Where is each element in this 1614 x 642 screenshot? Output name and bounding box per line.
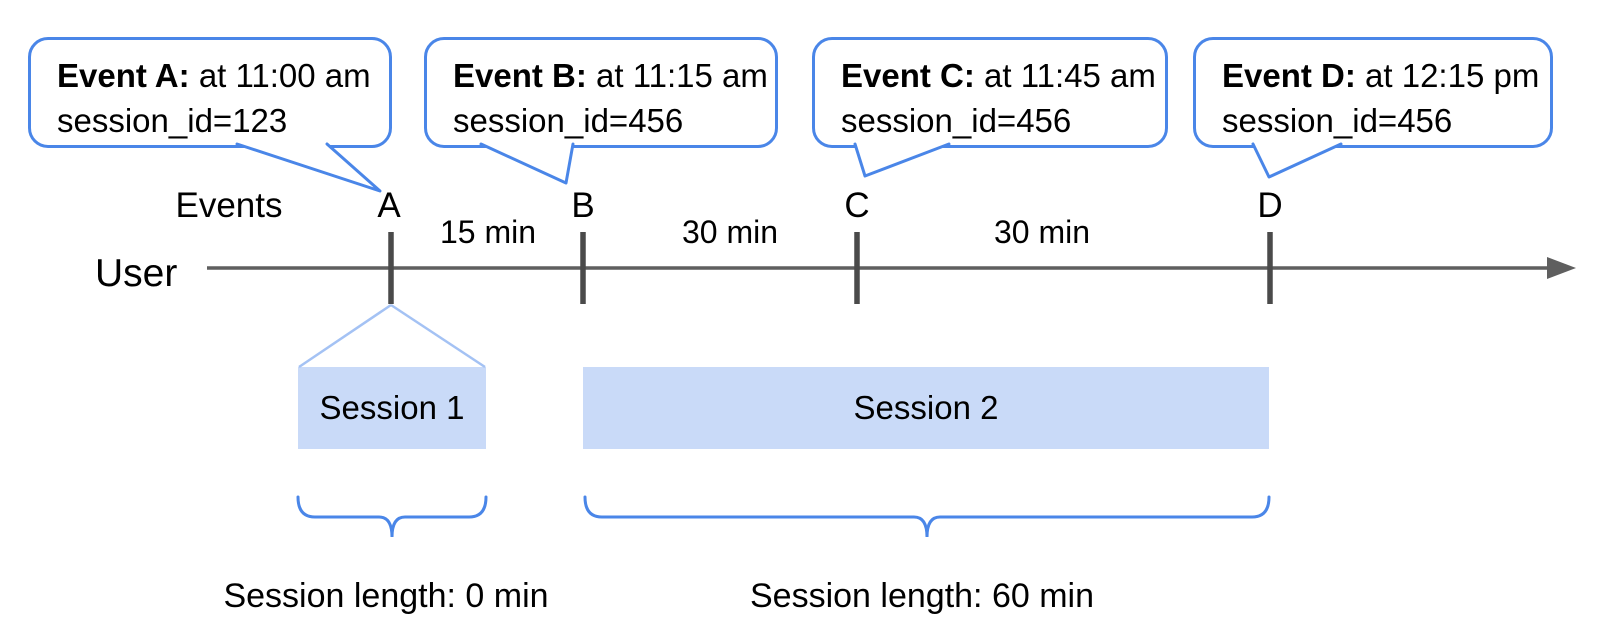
callout-c-tail-icon xyxy=(853,142,951,178)
callout-event-c: Event C: at 11:45 am session_id=456 xyxy=(812,37,1168,148)
event-marker-a: A xyxy=(377,186,401,225)
event-marker-b: B xyxy=(571,186,595,225)
callout-event-b: Event B: at 11:15 am session_id=456 xyxy=(424,37,778,148)
timeline-arrowhead-icon xyxy=(1547,257,1576,279)
session-1-label: Session 1 xyxy=(319,389,465,426)
callout-event-a: Event A: at 11:00 am session_id=123 xyxy=(28,37,392,148)
session-2-box: Session 2 xyxy=(583,367,1269,449)
callout-d-tail-icon xyxy=(1251,142,1343,179)
callout-a-tail-icon xyxy=(235,142,382,193)
callout-event-d-title: Event D: xyxy=(1222,57,1356,94)
session-2-length-label: Session length: 60 min xyxy=(750,577,1094,615)
session-2-brace-icon xyxy=(583,495,1271,538)
interval-label-c-d: 30 min xyxy=(993,214,1091,250)
event-marker-c: C xyxy=(844,186,870,225)
callout-event-b-session: session_id=456 xyxy=(453,102,684,139)
callout-event-a-line1: Event A: at 11:00 am xyxy=(57,53,379,98)
callout-event-d-line1: Event D: at 12:15 pm xyxy=(1222,53,1540,98)
session-1-brace-icon xyxy=(296,495,488,538)
session-1-length-label: Session length: 0 min xyxy=(223,577,549,615)
callout-event-b-title: Event B: xyxy=(453,57,587,94)
interval-label-a-b: 15 min xyxy=(439,214,537,250)
session-1-box: Session 1 xyxy=(298,367,486,449)
callout-event-d: Event D: at 12:15 pm session_id=456 xyxy=(1193,37,1553,148)
events-row-label: Events xyxy=(175,186,283,225)
callout-event-c-title: Event C: xyxy=(841,57,975,94)
callout-event-c-session: session_id=456 xyxy=(841,102,1072,139)
user-row-label: User xyxy=(95,252,178,295)
session-2-label: Session 2 xyxy=(853,389,999,426)
session-1-funnel-left-line xyxy=(298,303,392,369)
session-1-funnel-right-line xyxy=(390,303,486,369)
callout-event-d-session: session_id=456 xyxy=(1222,102,1453,139)
event-marker-d: D xyxy=(1257,186,1283,225)
callout-event-a-time: at 11:00 am xyxy=(198,57,371,94)
callout-event-a-title: Event A: xyxy=(57,57,190,94)
callout-event-a-session: session_id=123 xyxy=(57,102,288,139)
callout-event-c-line1: Event C: at 11:45 am xyxy=(841,53,1156,98)
interval-label-b-c: 30 min xyxy=(681,214,779,250)
callout-b-tail-icon xyxy=(479,142,575,185)
callout-event-c-time: at 11:45 am xyxy=(984,57,1156,94)
callout-event-b-line1: Event B: at 11:15 am xyxy=(453,53,768,98)
callout-event-b-time: at 11:15 am xyxy=(596,57,768,94)
callout-event-d-time: at 12:15 pm xyxy=(1365,57,1540,94)
